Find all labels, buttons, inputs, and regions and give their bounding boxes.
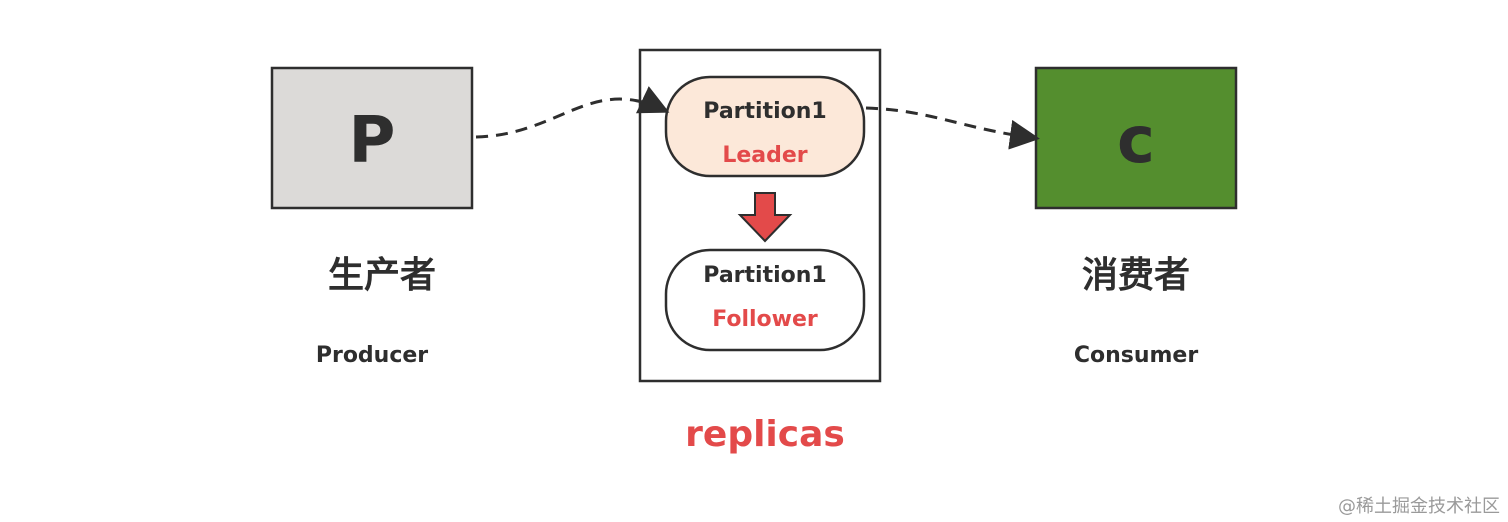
replication-arrow-icon	[737, 192, 793, 243]
leader-to-consumer-connector	[865, 106, 1040, 150]
consumer-box	[1034, 66, 1238, 210]
consumer-letter: c	[1117, 104, 1155, 178]
consumer-label-cn: 消费者	[1082, 255, 1190, 296]
follower-role-label: Follower	[712, 307, 818, 332]
producer-letter: P	[349, 104, 396, 178]
replicas-label: replicas	[685, 414, 845, 455]
leader-partition: Partition1 Leader	[664, 75, 866, 178]
consumer-label-en: Consumer	[1074, 343, 1199, 368]
producer-label-en: Producer	[316, 343, 428, 368]
consumer-node: c	[1034, 66, 1238, 210]
follower-partition: Partition1 Follower	[664, 248, 866, 352]
leader-role-label: Leader	[722, 143, 807, 168]
follower-partition-title: Partition1	[703, 263, 826, 288]
follower-partition-shape	[664, 248, 866, 352]
producer-to-leader-connector	[475, 86, 670, 139]
producer-node: P	[270, 66, 474, 210]
watermark-text: @稀土掘金技术社区	[1338, 496, 1500, 517]
producer-box	[270, 66, 474, 210]
leader-partition-title: Partition1	[703, 99, 826, 124]
producer-label-cn: 生产者	[328, 255, 436, 296]
leader-partition-shape	[664, 75, 866, 178]
